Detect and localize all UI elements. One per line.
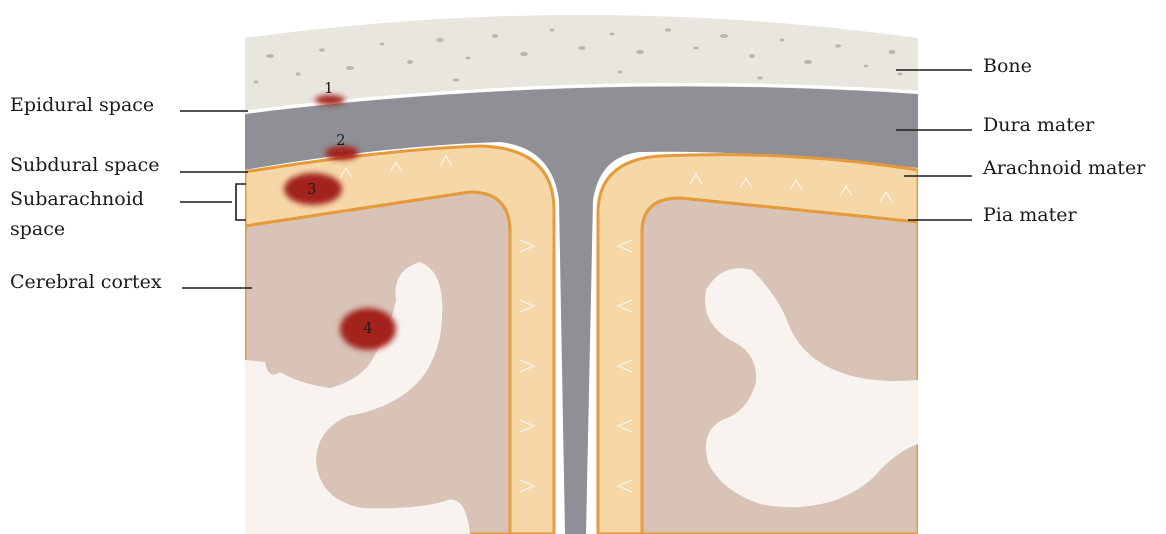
label-subarachnoid-line2: space <box>10 218 65 240</box>
marker-2: 2 <box>336 131 346 149</box>
marker-3: 3 <box>307 180 317 198</box>
label-arachnoid-mater: Arachnoid mater <box>982 157 1146 179</box>
label-epidural-space: Epidural space <box>10 94 154 116</box>
label-pia-mater: Pia mater <box>983 204 1077 226</box>
label-dura-mater: Dura mater <box>983 114 1095 136</box>
label-subarachnoid-line1: Subarachnoid <box>10 188 144 210</box>
leader-subarachnoid-bracket <box>180 184 246 220</box>
label-cerebral-cortex: Cerebral cortex <box>10 271 162 293</box>
marker-1: 1 <box>324 79 334 97</box>
label-subdural-space: Subdural space <box>10 154 159 176</box>
marker-4: 4 <box>363 319 373 337</box>
label-bone: Bone <box>983 55 1032 77</box>
